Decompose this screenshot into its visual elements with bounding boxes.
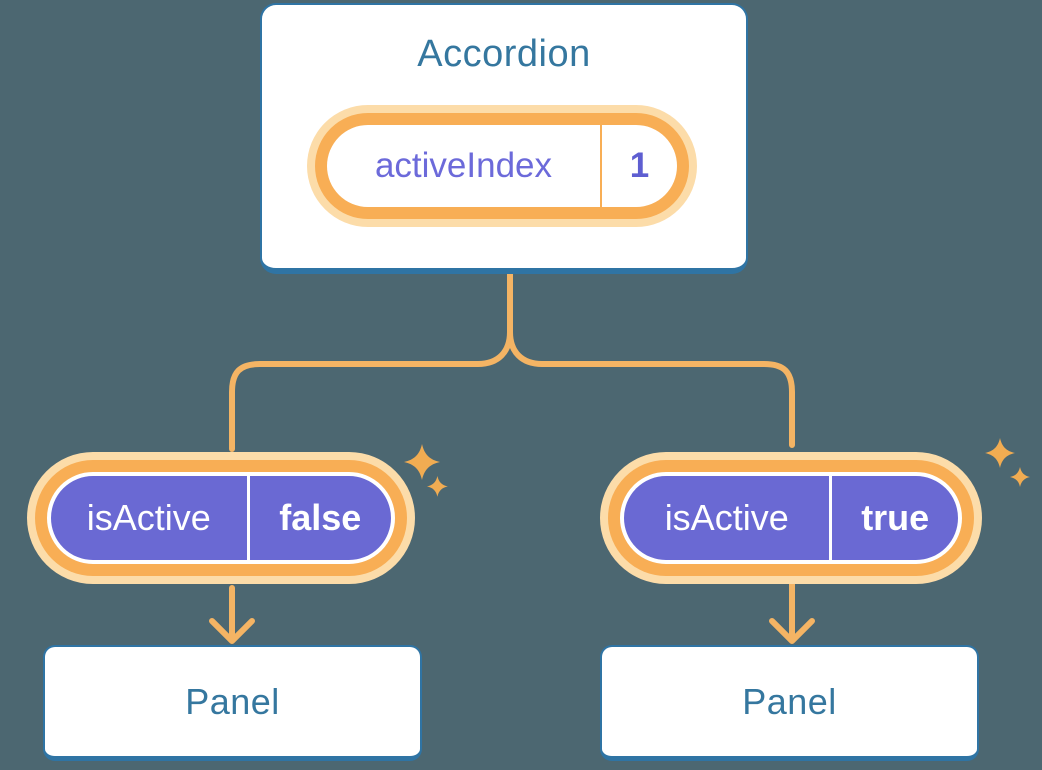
sparkle-icon — [985, 438, 1015, 468]
prop-label: isActive — [86, 497, 211, 538]
sparkle-icon — [404, 444, 440, 480]
panel-card-right: Panel — [600, 645, 979, 761]
state-pill: activeIndex 1 — [327, 125, 677, 207]
prop-value: true — [861, 497, 930, 538]
panel-title: Panel — [185, 680, 280, 722]
arrow-left-head-icon — [209, 618, 255, 644]
prop-pill-isactive-true: isActive true — [620, 472, 962, 564]
connector-parent-to-left-child — [229, 270, 513, 452]
sparkle-icon — [1010, 467, 1030, 487]
prop-value: false — [279, 497, 362, 538]
prop-pill-isactive-false: isActive false — [47, 472, 395, 564]
state-value: 1 — [629, 146, 650, 185]
prop-pill-divider — [246, 476, 250, 560]
panel-title: Panel — [742, 680, 837, 722]
state-pill-divider — [600, 125, 602, 207]
prop-label: isActive — [664, 497, 789, 538]
sparkle-icon — [427, 476, 448, 497]
connector-parent-to-right-child — [507, 329, 795, 448]
arrow-right-head-icon — [769, 618, 815, 644]
accordion-title: Accordion — [417, 33, 591, 75]
panel-card-left: Panel — [43, 645, 422, 761]
prop-pill-divider — [829, 476, 833, 560]
state-label: activeIndex — [374, 146, 553, 185]
